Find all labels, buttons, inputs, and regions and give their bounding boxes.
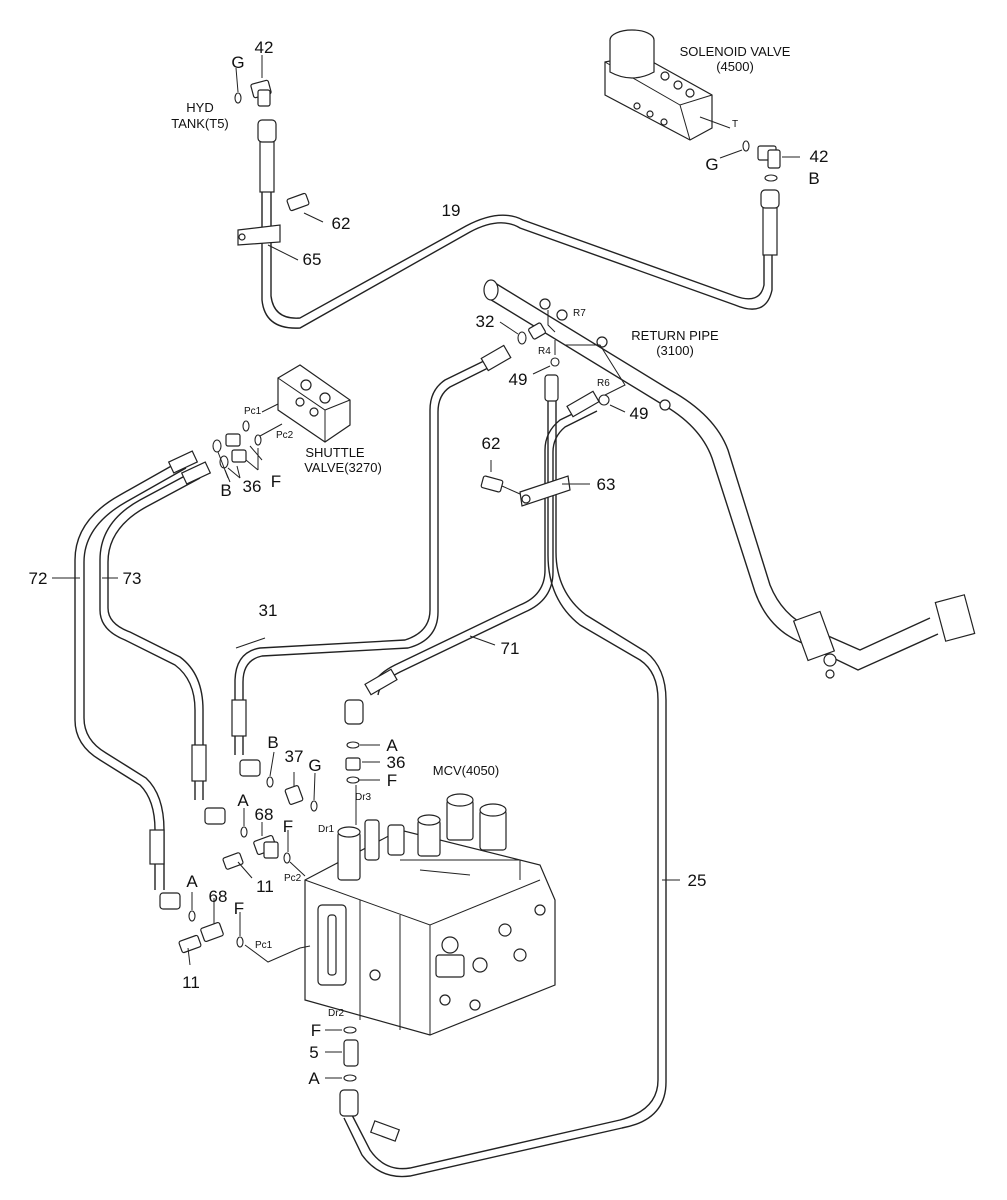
shuttle-fittings <box>212 420 263 483</box>
callout-g-sol: G <box>705 155 718 174</box>
shuttle-valve-code: VALVE(3270) <box>304 460 382 475</box>
callout-11-low: 11 <box>182 973 200 992</box>
mcv-block <box>304 793 556 1036</box>
return-pipe-fittings <box>517 310 626 406</box>
callout-a-mid: A <box>237 791 249 810</box>
callout-68-low: 68 <box>209 887 228 906</box>
hose-71 <box>344 390 600 725</box>
shuttle-valve-name: SHUTTLE <box>305 445 365 460</box>
callout-36-sh: 36 <box>243 477 262 496</box>
callout-36-mcv: 36 <box>387 753 406 772</box>
callout-19: 19 <box>442 201 461 220</box>
hose-73 <box>99 450 226 825</box>
return-port-r6: R6 <box>597 378 610 389</box>
callout-68-mid: 68 <box>255 805 274 824</box>
callout-65: 65 <box>303 250 322 269</box>
callout-25: 25 <box>688 871 707 890</box>
callout-f-top: F <box>387 771 397 790</box>
callout-a-low: A <box>186 872 198 891</box>
mcv-port-dr2: Dr2 <box>328 1008 345 1019</box>
hyd-tank-line1: HYD <box>186 100 213 115</box>
solenoid-valve <box>604 29 731 141</box>
shuttle-valve <box>259 364 351 443</box>
mcv-port-pc1: Pc1 <box>255 940 273 951</box>
callout-49-b: 49 <box>630 404 649 423</box>
callout-f-low: F <box>234 899 244 918</box>
shuttle-port-pc2: Pc2 <box>276 430 294 441</box>
callout-5: 5 <box>309 1043 318 1062</box>
hose-25 <box>339 374 667 1178</box>
callout-37: 37 <box>285 747 304 766</box>
leader-lines <box>52 55 800 1079</box>
return-pipe-code: (3100) <box>656 343 694 358</box>
callout-63: 63 <box>597 475 616 494</box>
callout-42-sol: 42 <box>810 147 829 166</box>
callout-62-mid: 62 <box>482 434 501 453</box>
callout-31: 31 <box>259 601 278 620</box>
callout-11-mid: 11 <box>256 877 274 896</box>
solenoid-valve-code: (4500) <box>716 59 754 74</box>
return-port-r7: R7 <box>573 308 586 319</box>
mcv-fittings <box>178 741 361 1082</box>
callout-f-mid: F <box>283 817 293 836</box>
callout-b-sol: B <box>808 169 819 188</box>
callout-32: 32 <box>476 312 495 331</box>
hose-19 <box>257 119 780 329</box>
hyd-tank-line2: TANK(T5) <box>171 116 229 131</box>
callout-g-top: G <box>231 53 244 72</box>
callout-62-top: 62 <box>332 214 351 233</box>
return-port-r4: R4 <box>538 346 551 357</box>
callout-g-mcv: G <box>308 756 321 775</box>
mcv-port-pc2: Pc2 <box>284 873 302 884</box>
callout-b-sh: B <box>220 481 231 500</box>
callout-b-mcv: B <box>267 733 278 752</box>
solenoid-port-t: T <box>732 119 738 130</box>
mcv-port-dr3: Dr3 <box>355 792 372 803</box>
callout-49-a: 49 <box>509 370 528 389</box>
callout-a-bot: A <box>308 1069 320 1088</box>
callout-73: 73 <box>123 569 142 588</box>
return-pipe-name: RETURN PIPE <box>631 328 719 343</box>
solenoid-fittings <box>742 140 781 182</box>
callout-labels: G 42 G 42 B 19 62 65 32 49 49 62 63 B 36… <box>29 38 829 1088</box>
callout-71: 71 <box>501 639 520 658</box>
hose-31 <box>231 344 512 777</box>
callout-72: 72 <box>29 569 48 588</box>
return-pipe <box>483 279 976 679</box>
callout-f-sh: F <box>271 472 281 491</box>
clamp-63 <box>480 475 571 507</box>
hose-72 <box>74 459 187 910</box>
solenoid-valve-name: SOLENOID VALVE <box>680 44 791 59</box>
mcv-port-dr1: Dr1 <box>318 824 335 835</box>
callout-a-top: A <box>386 736 398 755</box>
callout-42-top: 42 <box>255 38 274 57</box>
mcv-name: MCV(4050) <box>433 763 499 778</box>
component-labels: SOLENOID VALVE (4500) T HYD TANK(T5) RET… <box>171 44 790 1019</box>
shuttle-port-pc1: Pc1 <box>244 406 262 417</box>
tank-fittings <box>234 79 310 246</box>
callout-f-bot: F <box>311 1021 321 1040</box>
